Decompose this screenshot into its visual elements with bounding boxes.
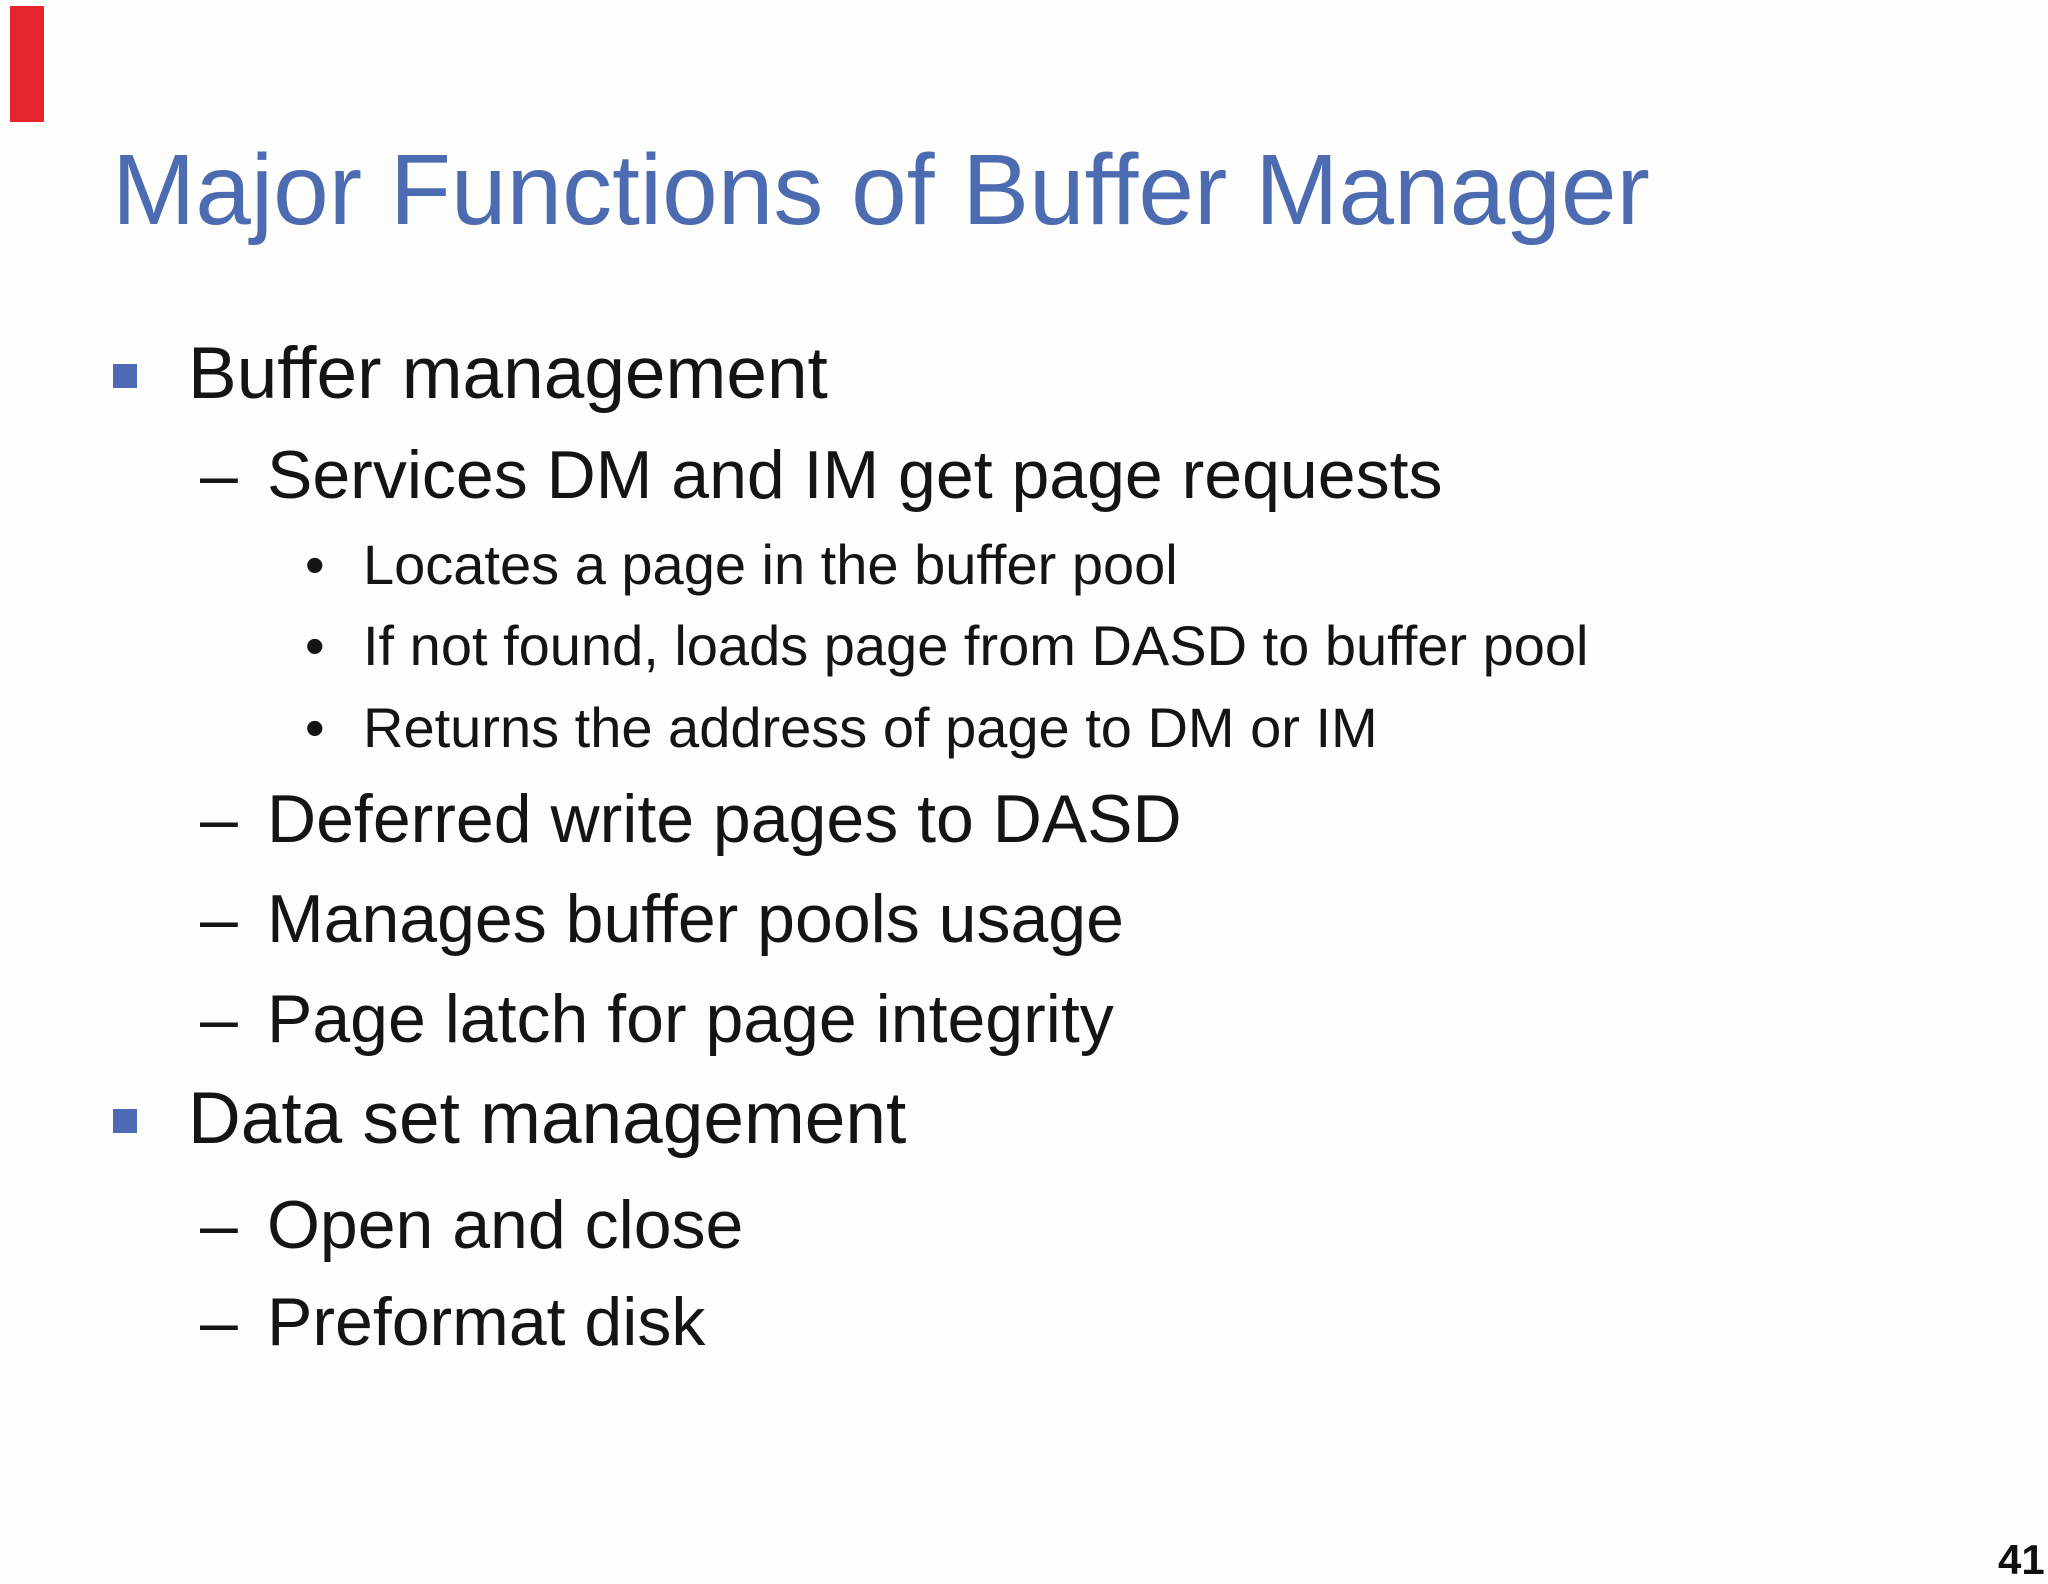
item-text: Data set management [188, 1078, 907, 1159]
slide-title: Major Functions of Buffer Manager [112, 134, 1650, 246]
bullet-item: Buffer management [113, 337, 828, 410]
bullet-item: •Locates a page in the buffer pool [305, 537, 1178, 593]
item-text: Locates a page in the buffer pool [363, 533, 1178, 596]
bullet-item: •Returns the address of page to DM or IM [305, 700, 1378, 756]
item-text: Open and close [267, 1187, 744, 1263]
dot-icon: • [305, 696, 325, 759]
bullet-item: –Manages buffer pools usage [200, 885, 1124, 953]
bullet-item: Data set management [113, 1082, 906, 1155]
red-marker [10, 6, 44, 122]
bullet-square-icon [113, 364, 137, 388]
bullet-item: –Services DM and IM get page requests [200, 441, 1442, 509]
bullet-item: –Preformat disk [200, 1288, 705, 1356]
item-text: Services DM and IM get page requests [267, 437, 1443, 513]
bullet-item: –Deferred write pages to DASD [200, 785, 1182, 853]
item-text: Deferred write pages to DASD [267, 781, 1182, 857]
dash-icon: – [200, 881, 238, 957]
dot-icon: • [305, 533, 325, 596]
bullet-item: •If not found, loads page from DASD to b… [305, 618, 1589, 674]
bullet-item: –Page latch for page integrity [200, 985, 1114, 1053]
dash-icon: – [200, 1187, 238, 1263]
bullet-item: –Open and close [200, 1191, 743, 1259]
item-text: Preformat disk [267, 1284, 706, 1360]
item-text: Buffer management [188, 333, 828, 414]
dash-icon: – [200, 981, 238, 1057]
item-text: If not found, loads page from DASD to bu… [363, 614, 1589, 677]
dash-icon: – [200, 437, 238, 513]
page-number: 41 [1998, 1536, 2045, 1583]
item-text: Page latch for page integrity [267, 981, 1114, 1057]
dot-icon: • [305, 614, 325, 677]
dash-icon: – [200, 781, 238, 857]
bullet-square-icon [113, 1109, 137, 1133]
item-text: Returns the address of page to DM or IM [363, 696, 1378, 759]
item-text: Manages buffer pools usage [267, 881, 1124, 957]
dash-icon: – [200, 1284, 238, 1360]
